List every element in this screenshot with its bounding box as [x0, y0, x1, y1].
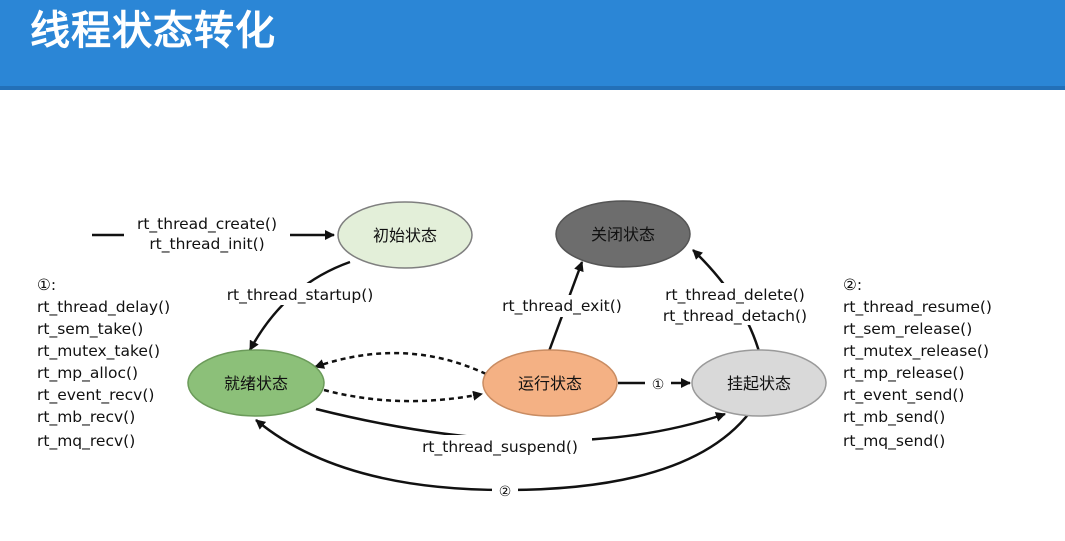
list-item: rt_mq_recv(): [37, 432, 135, 451]
run-to-ready-arrow: [314, 351, 487, 376]
suspend-function-list: ①: rt_thread_delay() rt_sem_take() rt_mu…: [37, 276, 170, 451]
list-item: rt_mutex_take(): [37, 342, 160, 361]
state-ready: 就绪状态: [187, 349, 325, 417]
state-running: 运行状态: [482, 349, 618, 417]
list-heading: ②:: [843, 276, 862, 294]
list-item: rt_thread_delay(): [37, 298, 170, 317]
exit-label: rt_thread_exit(): [502, 297, 622, 316]
init-label: rt_thread_init(): [149, 235, 264, 254]
list-item: rt_mq_send(): [843, 432, 945, 451]
state-init: 初始状态: [337, 201, 473, 269]
list-item: rt_event_recv(): [37, 386, 154, 405]
page-title: 线程状态转化: [30, 8, 276, 54]
create-label: rt_thread_create(): [137, 215, 277, 234]
startup-arrow: [248, 260, 351, 351]
startup-label: rt_thread_startup(): [227, 286, 374, 305]
list-item: rt_sem_take(): [37, 320, 143, 339]
list-item: rt_mp_release(): [843, 364, 965, 383]
title-bar: 线程状态转化: [0, 0, 1065, 90]
state-ready-label: 就绪状态: [224, 374, 288, 393]
state-suspended: 挂起状态: [691, 349, 827, 417]
state-closed: 关闭状态: [555, 200, 691, 268]
list-item: rt_mb_recv(): [37, 408, 135, 427]
marker-1: ①: [652, 377, 665, 393]
marker-2: ②: [499, 484, 512, 500]
list-item: rt_event_send(): [843, 386, 964, 405]
state-running-label: 运行状态: [518, 374, 582, 393]
list-item: rt_mb_send(): [843, 408, 945, 427]
resume-function-list: ②: rt_thread_resume() rt_sem_release() r…: [843, 276, 992, 451]
list-item: rt_sem_release(): [843, 320, 972, 339]
list-item: rt_mp_alloc(): [37, 364, 138, 383]
ready-to-run-arrow: [323, 388, 483, 403]
suspend-label: rt_thread_suspend(): [422, 438, 578, 457]
list-heading: ①:: [37, 276, 56, 294]
state-closed-label: 关闭状态: [591, 225, 655, 244]
delete-label: rt_thread_delete(): [665, 286, 805, 305]
detach-label: rt_thread_detach(): [663, 307, 807, 326]
list-item: rt_thread_resume(): [843, 298, 992, 317]
state-suspended-label: 挂起状态: [727, 374, 791, 393]
state-init-label: 初始状态: [373, 226, 437, 245]
list-item: rt_mutex_release(): [843, 342, 989, 361]
